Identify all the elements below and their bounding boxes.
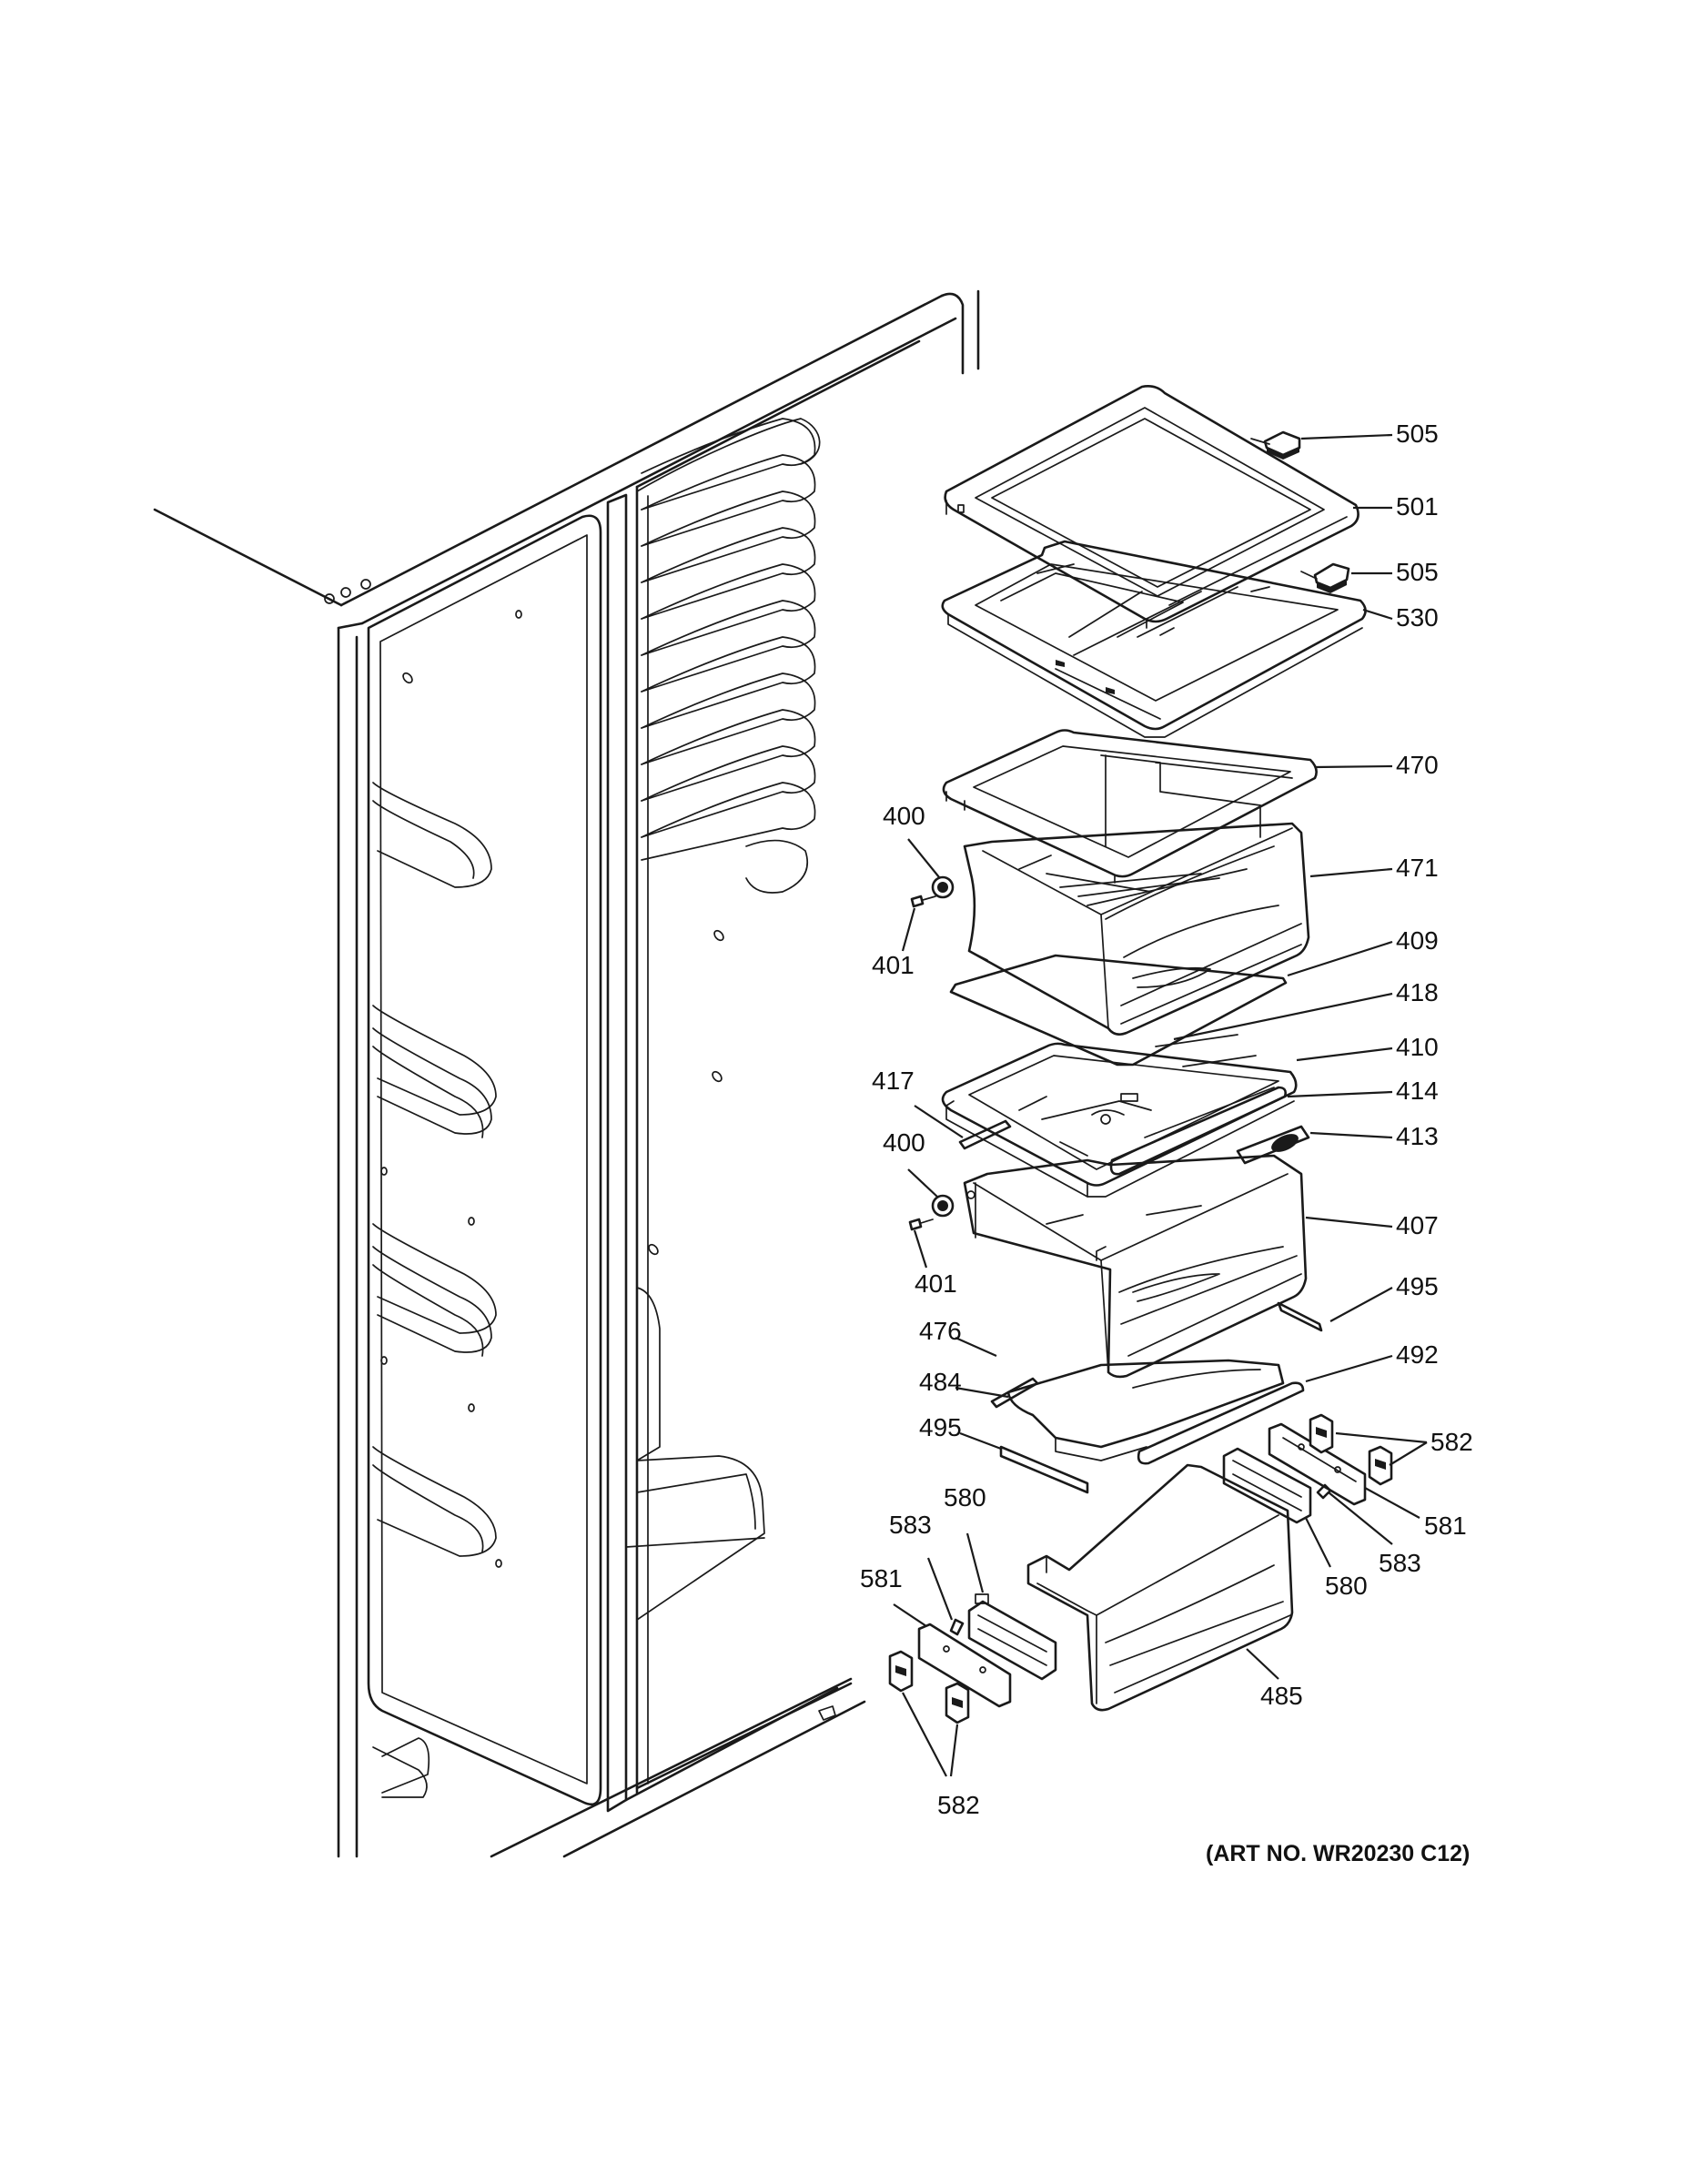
rod-413 [1236, 1125, 1310, 1165]
callout-400-upper: 400 [883, 802, 925, 830]
glass-shelf-530 [941, 540, 1367, 738]
callout-484: 484 [919, 1368, 962, 1396]
callout-409: 409 [1396, 926, 1439, 955]
callout-581-left: 581 [860, 1564, 903, 1592]
pan-frame-470 [942, 729, 1318, 884]
callout-410: 410 [1396, 1033, 1439, 1061]
callout-485: 485 [1260, 1682, 1303, 1710]
callout-495-left: 495 [919, 1413, 962, 1441]
callout-417: 417 [872, 1067, 915, 1095]
callout-582-right: 582 [1430, 1428, 1473, 1456]
shelf-clip-505-top [1250, 430, 1301, 460]
callout-581-right: 581 [1424, 1512, 1467, 1540]
callout-470: 470 [1396, 751, 1439, 779]
glass-shelf-501 [944, 385, 1359, 629]
callout-505-top: 505 [1396, 420, 1439, 448]
callout-495-right: 495 [1396, 1272, 1439, 1300]
stop-582-right-b [1368, 1445, 1393, 1486]
callout-labels: 505 501 505 530 470 400 471 401 409 418 … [860, 420, 1473, 1819]
callout-501: 501 [1396, 492, 1439, 521]
rail-495-left [999, 1445, 1089, 1494]
slide-580-right [1222, 1447, 1312, 1524]
liner-dimples [380, 610, 724, 1568]
leader-lines [893, 433, 1428, 1777]
drawer-407 [963, 1154, 1308, 1379]
refrigerator-cabinet [153, 289, 980, 1858]
stop-582-right-a [1309, 1413, 1334, 1454]
callout-413: 413 [1396, 1122, 1439, 1150]
callout-471: 471 [1396, 854, 1439, 882]
callout-401-lower: 401 [915, 1269, 957, 1298]
callout-580-right: 580 [1325, 1572, 1368, 1600]
rod-417 [958, 1119, 1012, 1150]
shelf-rib-stack [641, 418, 816, 894]
drawer-485 [1026, 1463, 1294, 1712]
drawer-471 [963, 822, 1310, 1036]
art-number-caption: (ART NO. WR20230 C12) [1206, 1841, 1471, 1866]
callout-505-second: 505 [1396, 558, 1439, 586]
callout-582-left: 582 [937, 1791, 980, 1819]
callout-476: 476 [919, 1317, 962, 1345]
callout-400-lower: 400 [883, 1128, 925, 1157]
shelf-clip-505-second [1300, 562, 1350, 593]
callout-407: 407 [1396, 1211, 1439, 1239]
trim-492 [1137, 1381, 1305, 1465]
slide-580-left [967, 1593, 1057, 1681]
screw-583-right [1316, 1483, 1332, 1500]
callout-580-left: 580 [944, 1483, 986, 1512]
bracket-581-left [917, 1623, 1012, 1708]
stop-582-left-a [888, 1650, 914, 1693]
callout-401-upper: 401 [872, 951, 915, 979]
crisper-frame-410 [941, 1034, 1298, 1198]
screw-401-lower [908, 1218, 934, 1231]
callout-414: 414 [1396, 1077, 1439, 1105]
callout-530: 530 [1396, 603, 1439, 632]
callout-583-left: 583 [889, 1511, 932, 1539]
callout-492: 492 [1396, 1340, 1439, 1369]
door-shelves [372, 782, 497, 1798]
cover-484 [1006, 1359, 1285, 1461]
trim-strip-414 [1109, 1086, 1287, 1176]
callout-583-right: 583 [1379, 1549, 1421, 1577]
roller-400-upper [931, 875, 955, 899]
rail-495-right [1277, 1301, 1323, 1332]
screw-583-left [949, 1618, 965, 1636]
glass-cover-409 [949, 954, 1288, 1067]
screw-401-upper [910, 895, 936, 908]
stop-582-left-b [945, 1682, 970, 1724]
callout-418: 418 [1396, 978, 1439, 1006]
bracket-581-right [1268, 1422, 1367, 1506]
roller-400-lower [931, 1194, 955, 1218]
